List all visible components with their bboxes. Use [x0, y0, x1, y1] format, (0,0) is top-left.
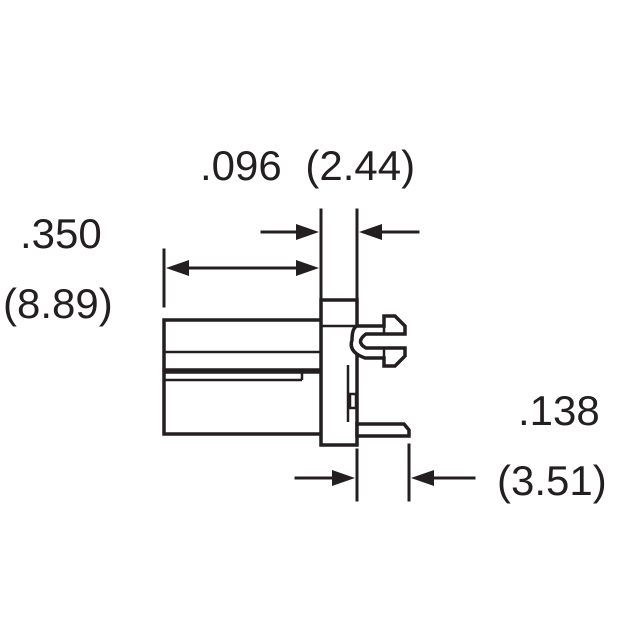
tail-inch-value: .138 [518, 387, 600, 434]
pitch-inch-value: .096 [200, 142, 282, 189]
tail-pin [355, 422, 411, 438]
housing-lower-body [162, 370, 326, 436]
tail-arrowhead-right [411, 470, 434, 486]
pitch-arrowhead-right [359, 224, 382, 240]
header-post [319, 298, 359, 447]
header-post-notch [348, 392, 358, 410]
tail-mm-value: (3.51) [497, 457, 607, 504]
length-arrowhead-left [166, 260, 189, 276]
locking-latch [349, 314, 407, 368]
pitch-arrowhead-left [296, 224, 319, 240]
tail-dimension [294, 443, 476, 502]
length-dimension [162, 248, 319, 308]
pitch-dimension [260, 208, 420, 300]
pitch-dimension-label: .096 (2.44) [200, 142, 415, 189]
length-arrowhead-right [296, 260, 319, 276]
length-mm-value: (8.89) [3, 280, 113, 327]
housing-upper-body [162, 318, 326, 372]
connector-side-view [162, 298, 411, 447]
pitch-mm-value: (2.44) [305, 142, 415, 189]
tail-arrowhead-left [332, 470, 355, 486]
length-inch-value: .350 [20, 210, 102, 257]
